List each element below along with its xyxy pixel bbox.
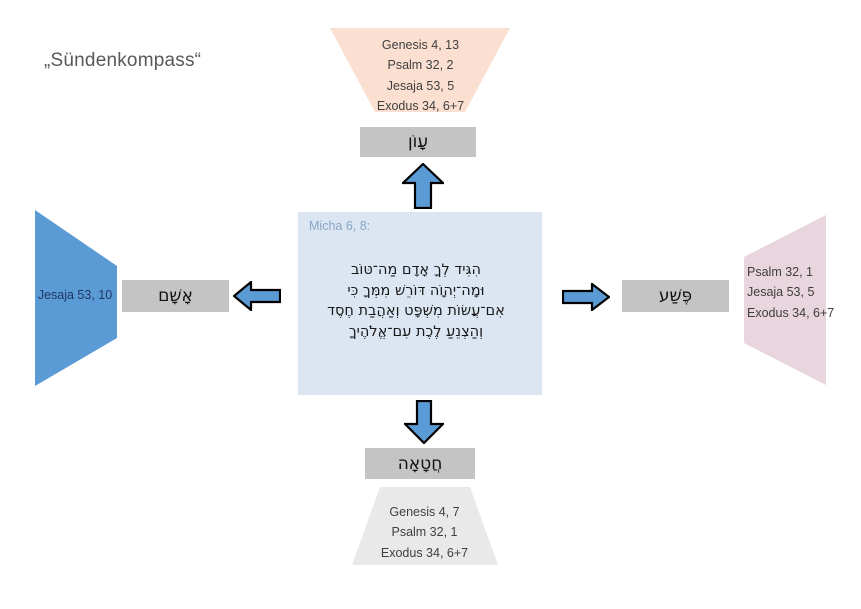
- reference-item: Psalm 32, 1: [747, 265, 814, 279]
- hebrew-line: אִם־עֲשׂוֹת מִשְׁפָּט וְאַהֲבַת חֶסֶד: [327, 303, 505, 320]
- bottom-reference-list: Genesis 4, 7 Psalm 32, 1 Exodus 34, 6+7: [352, 502, 497, 563]
- reference-item: Genesis 4, 7: [389, 505, 460, 519]
- hebrew-line: וּמָה־יְהוָֹה דּוֹרֵשׁ מִמְּךָ כִּי: [347, 282, 485, 299]
- center-verse-box: Micha 6, 8: הִגִּיד לְךָ אָדָם מַה־טּוֹב…: [298, 212, 542, 395]
- hebrew-line: הִגִּיד לְךָ אָדָם מַה־טּוֹב: [351, 262, 481, 278]
- reference-item: Jesaja 53, 10: [37, 288, 113, 302]
- node-label-chataah[interactable]: חֲטָאָה: [365, 448, 475, 479]
- node-label-asham[interactable]: אָשָׁם: [122, 280, 229, 312]
- bottom-reference-trapezoid: [352, 487, 498, 565]
- top-reference-list: Genesis 4, 13 Psalm 32, 2 Jesaja 53, 5 E…: [333, 35, 508, 116]
- reference-item: Jesaja 53, 5: [747, 285, 815, 300]
- top-reference-trapezoid: [330, 28, 510, 112]
- right-reference-trapezoid: [744, 215, 826, 385]
- reference-item: Exodus 34, 6+7: [380, 545, 469, 560]
- node-label-pesha[interactable]: פֶּשַׁע: [622, 280, 729, 312]
- reference-item: Psalm 32, 1: [391, 525, 458, 540]
- hebrew-line: וְהַצְנֵעַ לֶכֶת עִם־אֱלֹהֶיךָ: [348, 323, 484, 340]
- page-title: „Sündenkompass“: [44, 50, 202, 71]
- arrow-right-icon: [562, 283, 610, 311]
- node-label-avon[interactable]: עָוֹן: [360, 127, 476, 157]
- left-reference-list: Jesaja 53, 10: [33, 285, 117, 305]
- arrow-down-icon: [404, 400, 444, 444]
- reference-item: Genesis 4, 13: [381, 38, 460, 52]
- center-reference: Micha 6, 8:: [309, 219, 371, 233]
- right-reference-list: Psalm 32, 1 Jesaja 53, 5 Exodus 34, 6+7: [747, 262, 842, 323]
- center-hebrew-text: הִגִּיד לְךָ אָדָם מַה־טּוֹב וּמָה־יְהוָ…: [298, 260, 534, 342]
- reference-item: Psalm 32, 2: [387, 58, 454, 73]
- left-reference-trapezoid: [35, 210, 117, 386]
- reference-item: Exodus 34, 6+7: [747, 305, 835, 320]
- reference-item: Exodus 34, 6+7: [376, 98, 465, 113]
- arrow-left-icon: [233, 281, 281, 311]
- reference-item: Jesaja 53, 5: [386, 78, 455, 93]
- arrow-up-icon: [402, 163, 444, 209]
